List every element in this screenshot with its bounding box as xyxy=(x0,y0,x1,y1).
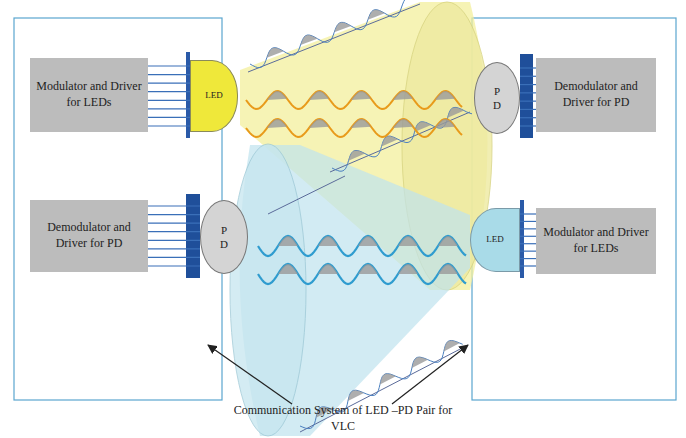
node-label: LED xyxy=(205,90,223,102)
wire-bundle xyxy=(148,206,200,266)
photodiode: P D xyxy=(474,62,520,134)
signal-wave xyxy=(246,91,462,137)
led-emitter: LED xyxy=(470,208,520,272)
pointer-arrow xyxy=(208,345,292,404)
caption: Communication System of LED –PD Pair for… xyxy=(223,403,463,434)
photodiode: P D xyxy=(200,200,248,274)
node-label: P D xyxy=(493,84,501,113)
light-cone xyxy=(230,144,470,436)
node-label: P D xyxy=(220,223,228,252)
signal-wave xyxy=(258,236,466,284)
node-label: Demodulator and Driver for PD xyxy=(36,220,142,251)
wire-bundle xyxy=(520,68,536,126)
led-emitter: LED xyxy=(190,60,238,132)
node-label: Demodulator and Driver for PD xyxy=(542,79,650,110)
light-ray xyxy=(248,0,472,432)
driver-box: Modulator and Driver for LEDs xyxy=(536,208,656,274)
wire-bundle xyxy=(148,66,190,126)
node-label: LED xyxy=(486,234,504,246)
driver-box: Demodulator and Driver for PD xyxy=(30,200,148,272)
node-label: Modulator and Driver for LEDs xyxy=(36,79,142,110)
driver-box: Demodulator and Driver for PD xyxy=(536,58,656,132)
wire-bundle xyxy=(520,214,536,266)
pointer-arrow xyxy=(392,345,468,404)
node-label: Modulator and Driver for LEDs xyxy=(542,225,650,256)
driver-box: Modulator and Driver for LEDs xyxy=(30,58,148,132)
